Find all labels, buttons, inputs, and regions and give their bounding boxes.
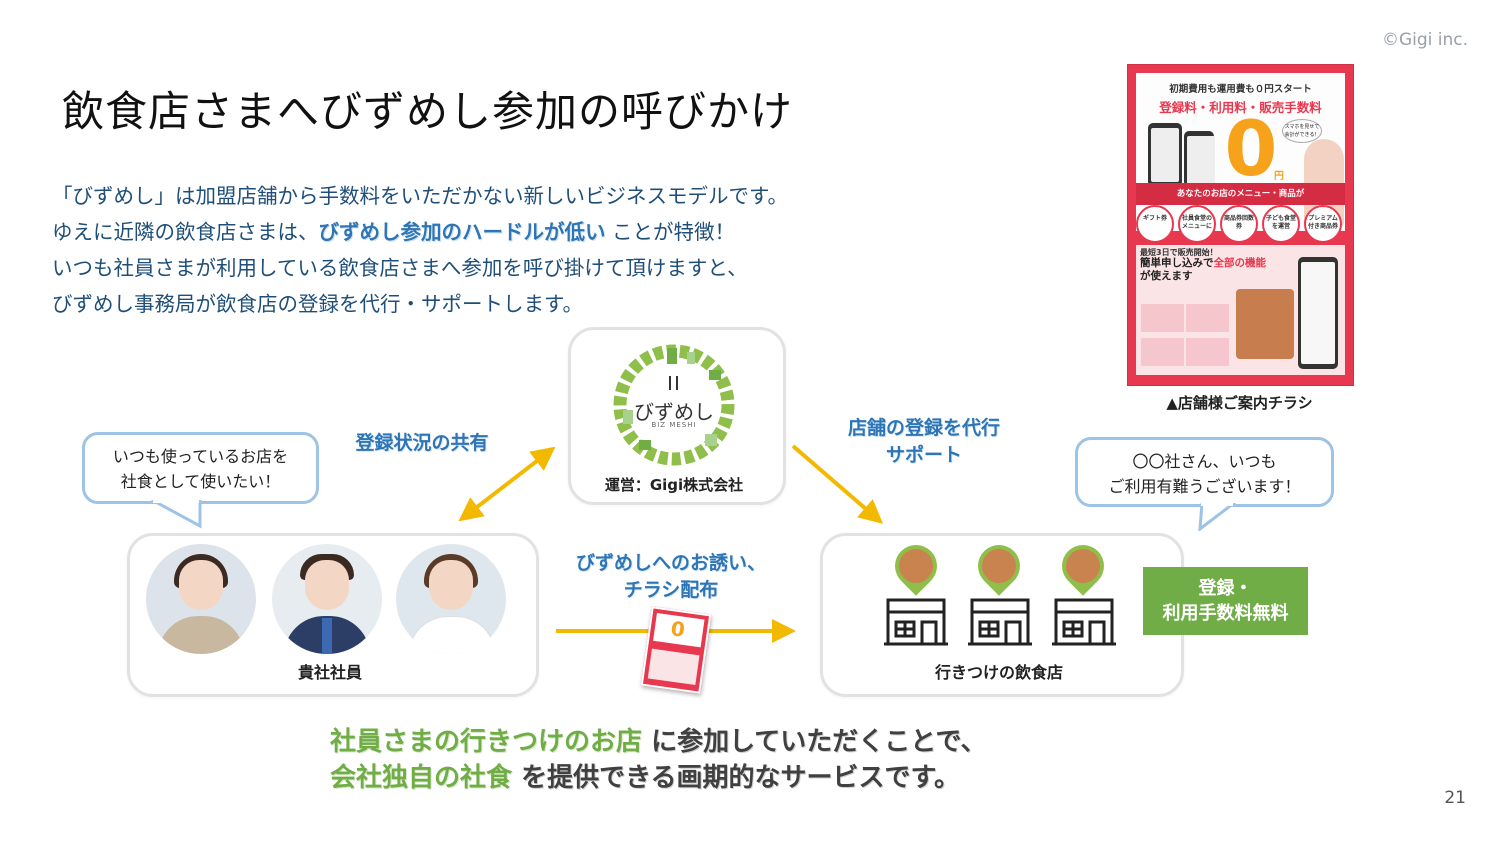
bottom-line-1-green: 社員さまの行きつけのお店 [330, 727, 643, 757]
flyer-mid-2b: 全部の機能 [1213, 257, 1267, 269]
restaurants-label: 行きつけの飲食店 [934, 663, 1063, 682]
bizmeshi-logo-icon [613, 344, 735, 466]
intro-line-1: 「びずめし」は加盟店舗から手数料をいただかない新しいビジネスモデルです。 [52, 184, 788, 208]
bottom-line-2-rest: を提供できる画期的なサービスです。 [512, 763, 960, 793]
shop-icons [884, 598, 1116, 646]
bottom-line-2: 会社独自の社食 を提供できる画期的なサービスです。 [330, 760, 986, 796]
free-badge-line-2: 利用手数料無料 [1162, 603, 1289, 624]
restaurants-box [820, 533, 1184, 697]
flyer-line-1: 初期費用も運用費も０円スタート [1169, 84, 1312, 95]
intro-line-4: びずめし事務局が飲食店の登録を代行・サポートします。 [52, 292, 583, 316]
copyright: ©Gigi inc. [1381, 30, 1468, 50]
flyer-band: あなたのお店のメニュー・商品が [1136, 183, 1345, 205]
support-label-line-2: サポート [885, 444, 962, 466]
employees-label: 貴社社員 [297, 663, 362, 682]
employee-bubble-line-1: いつも使っているお店を [112, 447, 289, 466]
free-fee-badge: 登録・ 利用手数料無料 [1143, 567, 1308, 635]
flyer-circle: プレミアム付き商品券 [1304, 205, 1342, 243]
invite-label-line-2: チラシ配布 [623, 579, 719, 601]
restaurant-bubble-line-2: ご利用有難うございます！ [1108, 477, 1301, 496]
flyer-mid-1: 最短3日で販売開始！ [1140, 248, 1218, 257]
employee-avatar [146, 544, 256, 654]
free-badge-line-1: 登録・ [1198, 578, 1253, 599]
share-status-label: 登録状況の共有 [355, 432, 489, 454]
flyer-tiles [1140, 303, 1232, 367]
employee-speech-bubble: いつも使っているお店を 社食として使いたい！ [82, 432, 319, 504]
flyer-bubble: スマホを見せて会計ができる！ [1282, 119, 1322, 143]
intro-text: 「びずめし」は加盟店舗から手数料をいただかない新しいビジネスモデルです。 ゆえに… [52, 178, 788, 322]
bubble-tail-icon [151, 500, 202, 529]
intro-highlight: びずめし参加のハードルが低い [318, 220, 606, 244]
support-label: 店舗の登録を代行 サポート [826, 415, 1022, 469]
share-arrow [458, 446, 556, 522]
shop-icon [968, 598, 1032, 646]
invite-label-line-1: びずめしへのお誘い、 [575, 552, 766, 574]
flyer-circle: 子ども食堂を運営 [1262, 205, 1300, 243]
mini-flyer-icon: 0 [640, 606, 712, 694]
intro-line-2-post: ことが特徴！ [605, 220, 736, 244]
flyer-yen: 円 [1274, 171, 1284, 182]
employee-bubble-line-2: 社食として使いたい！ [120, 472, 281, 491]
flyer-mid-2a: 簡単申し込みで [1140, 257, 1214, 269]
invite-label: びずめしへのお誘い、 チラシ配布 [556, 550, 786, 604]
flyer-circle: 社員食堂のメニューに [1178, 205, 1216, 243]
bubble-tail-icon [1198, 503, 1236, 531]
flyer-mid-2: 簡単申し込みで全部の機能が使えます [1140, 257, 1266, 283]
bottom-line-1: 社員さまの行きつけのお店 に参加していただくことで、 [330, 724, 986, 760]
bottom-line-2-green: 会社独自の社食 [330, 763, 513, 793]
food-photo-icon [1236, 289, 1294, 359]
phone-icon [1184, 131, 1215, 190]
support-label-line-1: 店舗の登録を代行 [847, 417, 1000, 439]
flyer-circle: 商品券回数券 [1220, 205, 1258, 243]
page-number: 21 [1444, 788, 1466, 808]
slide-title: 飲食店さまへびずめし参加の呼びかけ [62, 87, 794, 136]
phone-icon [1148, 123, 1182, 187]
intro-line-2-pre: ゆえに近隣の飲食店さまは、 [52, 220, 319, 244]
operator-label: 運営：Gigi株式会社 [604, 476, 744, 494]
flyer-mid-panel: 最短3日で販売開始！ 簡単申し込みで全部の機能が使えます [1136, 245, 1345, 375]
shop-icon [1052, 598, 1116, 646]
logo-text: びずめし [634, 400, 714, 424]
support-arrow [791, 444, 884, 524]
flyer-line-2: 登録料・利用料・販売手数料 [1159, 100, 1322, 115]
flyer-feature-circles: ギフト券 社員食堂のメニューに 商品券回数券 子ども食堂を運営 プレミアム付き商… [1134, 205, 1347, 245]
shop-icon [884, 598, 948, 646]
flyer-circle: ギフト券 [1136, 205, 1174, 243]
restaurant-bubble-line-1: 〇〇社さん、いつも [1132, 452, 1277, 471]
restaurant-speech-bubble: 〇〇社さん、いつも ご利用有難うございます！ [1075, 437, 1334, 507]
flyer-thumbnail: 初期費用も運用費も０円スタート 登録料・利用料・販売手数料 0 円 スマホを見せ… [1127, 64, 1354, 386]
intro-line-2: ゆえに近隣の飲食店さまは、びずめし参加のハードルが低い ことが特徴！ [52, 214, 788, 250]
employee-avatar [272, 544, 382, 654]
flyer-caption: ▲店舗様ご案内チラシ [1166, 394, 1313, 412]
phone-icon [1298, 257, 1338, 369]
flyer-mid-2c: が使えます [1140, 270, 1193, 282]
intro-line-3: いつも社員さまが利用している飲食店さまへ参加を呼び掛けて頂けますと、 [52, 256, 748, 280]
bottom-line-1-rest: に参加していただくことで、 [642, 727, 987, 757]
bottom-message: 社員さまの行きつけのお店 に参加していただくことで、 会社独自の社食 を提供でき… [330, 724, 986, 796]
logo-subtext: BIZ MESHI [651, 421, 697, 429]
flyer-zero: 0 [1224, 104, 1278, 193]
employee-avatar [396, 544, 506, 654]
